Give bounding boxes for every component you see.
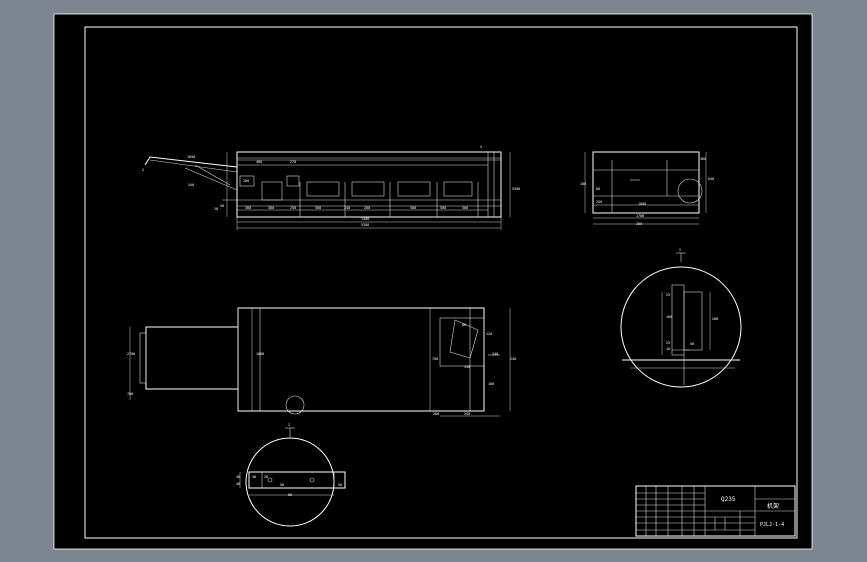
dim-text: 20 <box>264 475 268 479</box>
dim-text: 5300 <box>361 223 369 227</box>
dim-text: 1000 <box>638 202 646 206</box>
dim-text: 500 <box>410 206 416 210</box>
dim-text: 120 <box>486 332 492 336</box>
dim-text: 50 <box>690 342 694 346</box>
dim-text: 200 <box>712 317 718 321</box>
dim-text: 1700 <box>636 214 644 218</box>
detail-view-bottom: I 40 40 40 20 50 50 80 <box>236 423 346 527</box>
dim-text: 180 <box>580 182 586 186</box>
section-label: I <box>288 423 290 427</box>
dim-text: 270 <box>290 160 296 164</box>
dim-text: 5300 <box>512 187 520 191</box>
dim-text: 1400 <box>361 217 369 221</box>
dim-text: 100 <box>666 315 672 319</box>
dim-text: 2700 <box>127 352 135 356</box>
dim-text: 240 <box>464 412 470 416</box>
dim-text: 500 <box>440 206 446 210</box>
dim-text: 10 <box>666 347 670 351</box>
dim-text: 40 <box>252 475 256 479</box>
dim-text: 200 <box>636 222 642 226</box>
dim-text: 80 <box>462 323 466 327</box>
title-block: Q235 机架 PJLJ-1-4 <box>635 485 796 537</box>
drawing-number: PJLJ-1-4 <box>760 522 784 528</box>
dim-text: 640 <box>708 177 714 181</box>
dim-text: 300 <box>268 206 274 210</box>
front-view: 1050 480 270 200 2 540 300 300 250 500 2… <box>142 145 520 230</box>
dim-text: 1050 <box>187 155 195 159</box>
dim-text: 700 <box>127 392 133 396</box>
dim-text: 500 <box>462 206 468 210</box>
dim-text: 300 <box>700 157 706 161</box>
dim-text: 500 <box>315 206 321 210</box>
dim-text: 4 <box>480 145 482 149</box>
dim-text: 480 <box>256 160 262 164</box>
dim-text: 100 <box>488 382 494 386</box>
dim-text: 25 <box>666 293 670 297</box>
dim-text: 80 <box>288 493 292 497</box>
dim-text: 260 <box>433 412 439 416</box>
dim-text: 240 <box>344 206 350 210</box>
dim-text: 240 <box>492 352 498 356</box>
dim-text: 250 <box>290 206 296 210</box>
material-label: Q235 <box>721 496 736 503</box>
dim-text: 700 <box>432 357 438 361</box>
dim-text: 540 <box>188 183 194 187</box>
plan-view: 2700 700 1000 700 80 120 240 150 100 240… <box>127 307 516 417</box>
dim-text: 50 <box>220 204 224 208</box>
dim-text: 200 <box>243 179 249 183</box>
dim-text: 1000 <box>256 352 264 356</box>
part-name: 机架 <box>767 502 779 510</box>
dim-text: 40 <box>236 482 240 486</box>
dim-text: 200 <box>364 206 370 210</box>
section-label: I <box>679 248 681 252</box>
drawing-frame <box>84 26 798 539</box>
dim-text: 40 <box>236 475 240 479</box>
dim-text: 150 <box>464 365 470 369</box>
dim-text: 250 <box>596 200 602 204</box>
dim-text: 50 <box>280 483 284 487</box>
dim-text: 20 <box>214 207 218 211</box>
detail-view-right: I 25 100 25 200 10 50 <box>620 248 742 388</box>
dim-text: 25 <box>666 341 670 345</box>
dim-text: 60 <box>596 187 600 191</box>
dim-text: 240 <box>510 357 516 361</box>
side-view: 300 640 60 180 250 1000 1700 200 <box>580 151 714 226</box>
dim-text: 300 <box>245 206 251 210</box>
dim-text: 50 <box>338 483 342 487</box>
dim-text: 2 <box>142 168 144 172</box>
drawing-sheet <box>53 13 813 550</box>
